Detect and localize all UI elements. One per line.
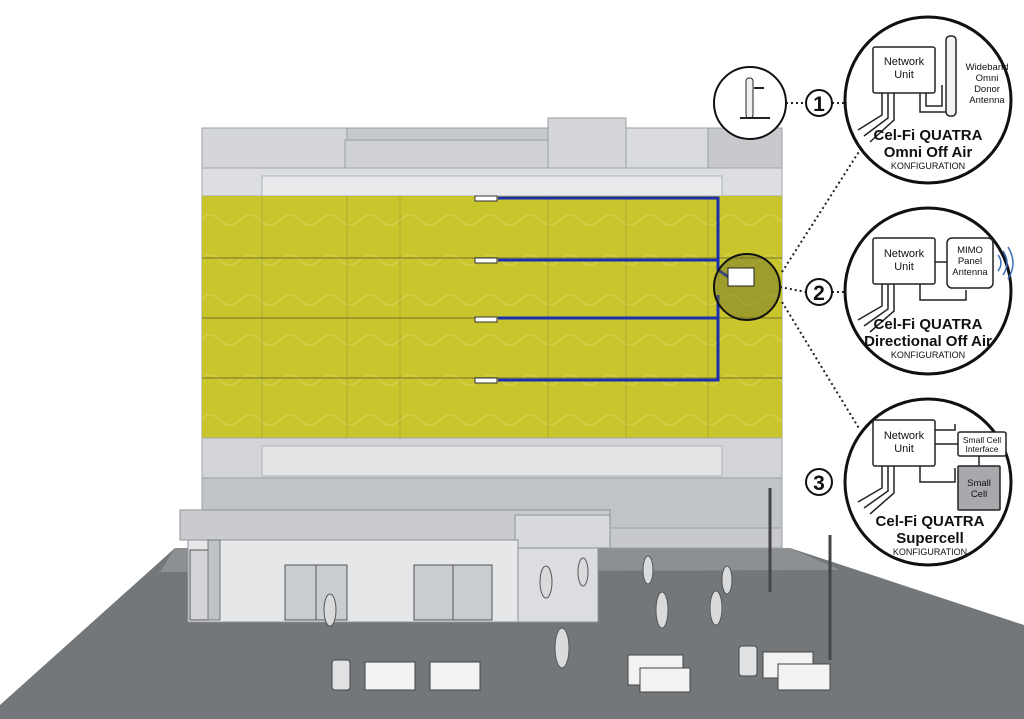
pedestrians <box>323 555 733 669</box>
config-2-title-line2: Directional Off Air <box>864 333 992 350</box>
trash-cans <box>331 645 758 691</box>
small-cell-interface-icon <box>957 431 1007 457</box>
ceiling-antennas <box>474 195 498 384</box>
config-2-antenna-label-3: Antenna <box>952 267 988 278</box>
config-1-subtitle: KONFIGURATION <box>891 161 965 171</box>
config-3-small-cell-label-2: Cell <box>971 489 987 500</box>
config-number-2: 2 <box>813 282 825 305</box>
cable-run <box>498 196 731 382</box>
config-1-title-line2: Omni Off Air <box>884 144 973 161</box>
config-1-panel <box>843 15 1013 185</box>
config-1-antenna-label-3: Donor <box>974 84 1000 95</box>
config-2-unit-label-1: Network <box>884 248 925 260</box>
config-1-antenna-label-1: Wideband <box>966 62 1009 73</box>
config-3-title-line1: Cel-Fi QUATRA <box>876 513 985 530</box>
network-unit-icon <box>872 46 936 94</box>
config-1-antenna-label-2: Omni <box>976 73 999 84</box>
benches <box>364 651 831 693</box>
config-3-subtitle: KONFIGURATION <box>893 547 967 557</box>
config-2-subtitle: KONFIGURATION <box>891 350 965 360</box>
network-unit-icon <box>872 419 936 467</box>
network-unit-highlight <box>713 253 781 321</box>
building <box>179 117 783 623</box>
config-2-title-line1: Cel-Fi QUATRA <box>874 316 983 333</box>
config-2-antenna-label-2: Panel <box>958 256 982 267</box>
panel-antenna-icon <box>946 237 994 289</box>
rooftop-antenna-callout <box>713 66 787 140</box>
config-3-title-line2: Supercell <box>896 530 964 547</box>
config-2-antenna-label-1: MIMO <box>957 245 983 256</box>
config-1-unit-label-1: Network <box>884 56 925 68</box>
config-3-small-cell-label-1: Small <box>967 478 991 489</box>
network-unit-box <box>727 267 755 287</box>
config-3-panel <box>843 397 1013 567</box>
config-number-badges <box>805 89 833 496</box>
config-3-interface-label-1: Small Cell <box>963 435 1001 445</box>
lamp-posts <box>768 488 832 660</box>
config-3-unit-label-2: Unit <box>894 443 914 455</box>
config-3-interface-label-2: Interface <box>965 444 998 454</box>
config-1-antenna-label-4: Antenna <box>969 95 1005 106</box>
config-1-title-line1: Cel-Fi QUATRA <box>874 127 983 144</box>
config-1-unit-label-2: Unit <box>894 69 914 81</box>
config-number-1: 1 <box>813 93 825 116</box>
config-number-3: 3 <box>813 472 825 495</box>
config-2-panel <box>843 206 1014 376</box>
network-unit-icon <box>872 237 936 285</box>
config-2-unit-label-2: Unit <box>894 261 914 273</box>
config-3-unit-label-1: Network <box>884 430 925 442</box>
omni-antenna-icon <box>945 35 957 117</box>
signal-waves-icon <box>997 246 1014 280</box>
